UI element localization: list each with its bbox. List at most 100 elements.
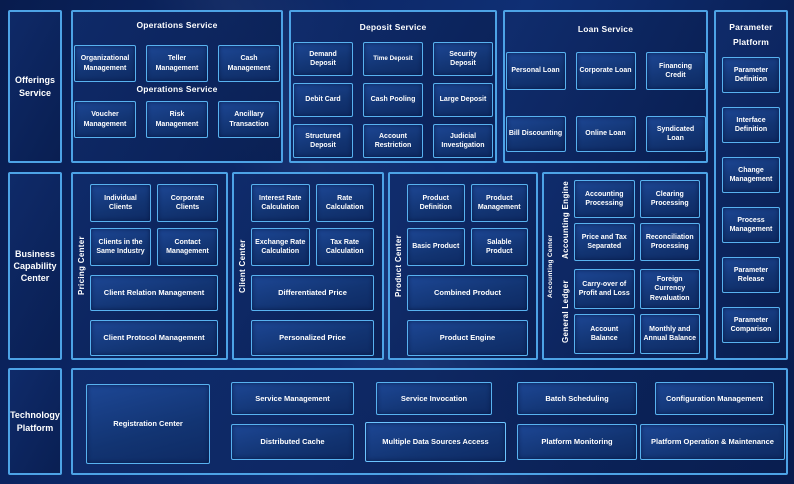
block-parameter-comparison: Parameter Comparison — [722, 306, 780, 343]
deposit-row-1: Demand Deposit Time Deposit Security Dep… — [291, 42, 495, 76]
parameter-platform-title: Parameter Platform — [729, 22, 773, 48]
block-product-engine: Product Engine — [407, 320, 528, 356]
block-process-management: Process Management — [722, 206, 780, 243]
block-parameter-definition: Parameter Definition — [722, 56, 780, 93]
pricing-center-label: Pricing Center — [77, 236, 86, 296]
client-center-body: Interest Rate Calculation Rate Calculati… — [251, 174, 382, 358]
block-foreign-currency-revaluation: Foreign Currency Revaluation — [639, 269, 700, 309]
block-personalized-price: Personalized Price — [251, 320, 374, 356]
block-basic-product: Basic Product — [407, 228, 465, 266]
block-batch-scheduling: Batch Scheduling — [517, 382, 637, 415]
offerings-service-label: Offerings Service — [8, 10, 62, 163]
client-center-label: Client Center — [238, 239, 247, 293]
business-capability-center-label: Business Capability Center — [8, 172, 62, 360]
accounting-center-section: Accounting Center Accounting Engine Acco… — [542, 172, 708, 360]
block-product-management: Product Management — [470, 184, 528, 222]
block-account-balance: Account Balance — [574, 314, 635, 354]
block-online-loan: Online Loan — [575, 116, 636, 152]
block-time-deposit: Time Deposit — [363, 42, 423, 76]
block-registration-center: Registration Center — [86, 384, 210, 464]
block-bill-discounting: Bill Discounting — [505, 116, 566, 152]
block-interface-definition: Interface Definition — [722, 106, 780, 143]
block-differentiated-price: Differentiated Price — [251, 275, 374, 311]
technology-platform-label: Technology Platform — [8, 368, 62, 475]
accounting-engine-grid: Accounting Processing Clearing Processin… — [574, 180, 700, 261]
block-reconciliation-processing: Reconciliation Processing — [639, 223, 700, 261]
pricing-grid: Individual Clients Corporate Clients Cli… — [90, 184, 218, 266]
block-demand-deposit: Demand Deposit — [293, 42, 353, 76]
operations-row-1: Organizational Management Teller Managem… — [73, 45, 281, 82]
block-interest-rate-calculation: Interest Rate Calculation — [251, 184, 310, 222]
loan-service-title: Loan Service — [577, 24, 634, 34]
pricing-center-section: Pricing Center Individual Clients Corpor… — [71, 172, 228, 360]
deposit-service-title: Deposit Service — [359, 22, 427, 32]
block-multiple-data-sources-access: Multiple Data Sources Access — [365, 422, 506, 462]
block-service-management: Service Management — [231, 382, 354, 415]
technology-platform-section: Registration Center Service Management S… — [71, 368, 788, 475]
block-contact-management: Contact Management — [157, 228, 218, 266]
block-account-restriction: Account Restriction — [363, 124, 423, 158]
operations-service-subtitle: Operations Service — [136, 84, 218, 94]
block-ancillary-transaction: Ancillary Transaction — [218, 101, 280, 138]
block-client-relation-management: Client Relation Management — [90, 275, 218, 311]
general-ledger-group: General Ledger Carry-over of Profit and … — [557, 269, 700, 354]
parameter-platform-section: Parameter Platform Parameter Definition … — [714, 10, 788, 360]
accounting-groups: Accounting Engine Accounting Processing … — [557, 174, 706, 358]
block-judicial-investigation: Judicial Investigation — [433, 124, 493, 158]
block-tax-rate-calculation: Tax Rate Calculation — [315, 228, 374, 266]
block-salable-product: Salable Product — [470, 228, 528, 266]
block-combined-product: Combined Product — [407, 275, 528, 311]
block-corporate-clients: Corporate Clients — [157, 184, 218, 222]
block-accounting-processing: Accounting Processing — [574, 180, 635, 218]
general-ledger-label: General Ledger — [561, 280, 570, 343]
block-organizational-management: Organizational Management — [74, 45, 136, 82]
block-individual-clients: Individual Clients — [90, 184, 151, 222]
block-clearing-processing: Clearing Processing — [639, 180, 700, 218]
loan-row-2: Bill Discounting Online Loan Syndicated … — [505, 116, 706, 152]
accounting-engine-group: Accounting Engine Accounting Processing … — [557, 180, 700, 261]
block-platform-operation-maintenance: Platform Operation & Maintenance — [640, 424, 785, 460]
block-service-invocation: Service Invocation — [376, 382, 492, 415]
block-cash-management: Cash Management — [218, 45, 280, 82]
block-price-and-tax-separated: Price and Tax Separated — [574, 223, 635, 261]
block-rate-calculation: Rate Calculation — [315, 184, 374, 222]
block-configuration-management: Configuration Management — [655, 382, 774, 415]
block-exchange-rate-calculation: Exchange Rate Calculation — [251, 228, 310, 266]
product-grid: Product Definition Product Management Ba… — [407, 184, 528, 266]
block-teller-management: Teller Management — [146, 45, 208, 82]
client-grid: Interest Rate Calculation Rate Calculati… — [251, 184, 374, 266]
deposit-row-2: Debit Card Cash Pooling Large Deposit — [291, 83, 495, 117]
block-debit-card: Debit Card — [293, 83, 353, 117]
deposit-row-3: Structured Deposit Account Restriction J… — [291, 124, 495, 158]
block-risk-management: Risk Management — [146, 101, 208, 138]
deposit-service-section: Deposit Service Demand Deposit Time Depo… — [289, 10, 497, 163]
operations-service-title: Operations Service — [136, 20, 218, 30]
block-clients-same-industry: Clients in the Same Industry — [90, 228, 151, 266]
product-center-body: Product Definition Product Management Ba… — [407, 174, 536, 358]
block-distributed-cache: Distributed Cache — [231, 424, 354, 460]
accounting-center-label: Accounting Center — [547, 234, 554, 298]
block-security-deposit: Security Deposit — [433, 42, 493, 76]
product-center-label: Product Center — [394, 235, 403, 297]
loan-row-1: Personal Loan Corporate Loan Financing C… — [505, 52, 706, 90]
block-parameter-release: Parameter Release — [722, 256, 780, 293]
block-product-definition: Product Definition — [407, 184, 465, 222]
block-corporate-loan: Corporate Loan — [575, 52, 636, 90]
product-center-section: Product Center Product Definition Produc… — [388, 172, 538, 360]
pricing-center-body: Individual Clients Corporate Clients Cli… — [90, 174, 226, 358]
general-ledger-grid: Carry-over of Profit and Loss Foreign Cu… — [574, 269, 700, 354]
block-client-protocol-management: Client Protocol Management — [90, 320, 218, 356]
block-syndicated-loan: Syndicated Loan — [645, 116, 706, 152]
block-financing-credit: Financing Credit — [645, 52, 706, 90]
operations-service-section: Operations Service Organizational Manage… — [71, 10, 283, 163]
accounting-engine-label: Accounting Engine — [561, 181, 570, 260]
client-center-section: Client Center Interest Rate Calculation … — [232, 172, 384, 360]
block-large-deposit: Large Deposit — [433, 83, 493, 117]
block-monthly-annual-balance: Monthly and Annual Balance — [639, 314, 700, 354]
block-change-management: Change Management — [722, 156, 780, 193]
block-platform-monitoring: Platform Monitoring — [517, 424, 637, 460]
block-carry-over-profit-loss: Carry-over of Profit and Loss — [574, 269, 635, 309]
block-voucher-management: Voucher Management — [74, 101, 136, 138]
loan-service-section: Loan Service Personal Loan Corporate Loa… — [503, 10, 708, 163]
